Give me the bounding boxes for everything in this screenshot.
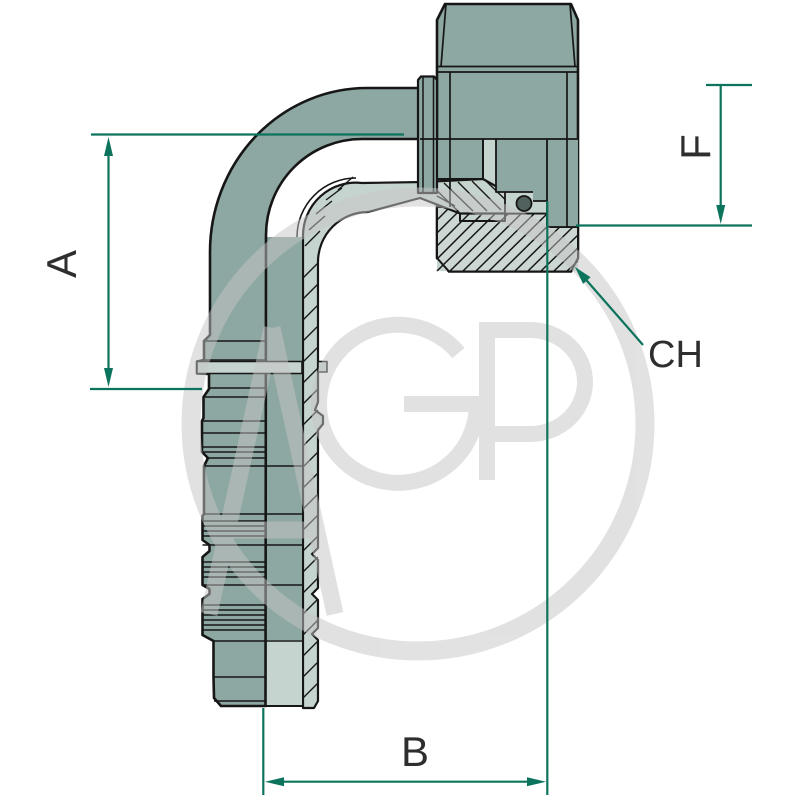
watermark-ring [181, 187, 655, 661]
watermark-letter-P [479, 322, 593, 480]
dimension-layer: A F B CH [38, 83, 752, 795]
bore-wall-strip-lower [265, 640, 303, 706]
label-b: B [401, 728, 429, 775]
dim-a-arrow-up [104, 137, 113, 156]
watermark-letter-G [311, 316, 486, 491]
nut-right-wall [547, 139, 578, 227]
label-a: A [38, 250, 85, 278]
groove-step [533, 192, 547, 201]
dim-f-arrow [716, 205, 726, 224]
label-f: F [672, 134, 719, 160]
dim-a-arrow-down [104, 368, 113, 387]
o-ring [515, 195, 533, 212]
nut-detail-lines [420, 3, 578, 227]
watermark [181, 187, 655, 661]
fitting-body [195, 2, 580, 710]
dim-b-arrow-right [527, 777, 546, 787]
dim-ch-arrow [575, 267, 591, 284]
watermark-letter-A [200, 326, 344, 616]
dim-b-arrow-left [265, 777, 284, 787]
label-ch: CH [648, 334, 703, 376]
thread-sleeve [496, 139, 547, 192]
dim-ch-leader [580, 273, 644, 346]
sleeve-edges [495, 139, 547, 215]
nipple-end-edges [424, 139, 484, 180]
